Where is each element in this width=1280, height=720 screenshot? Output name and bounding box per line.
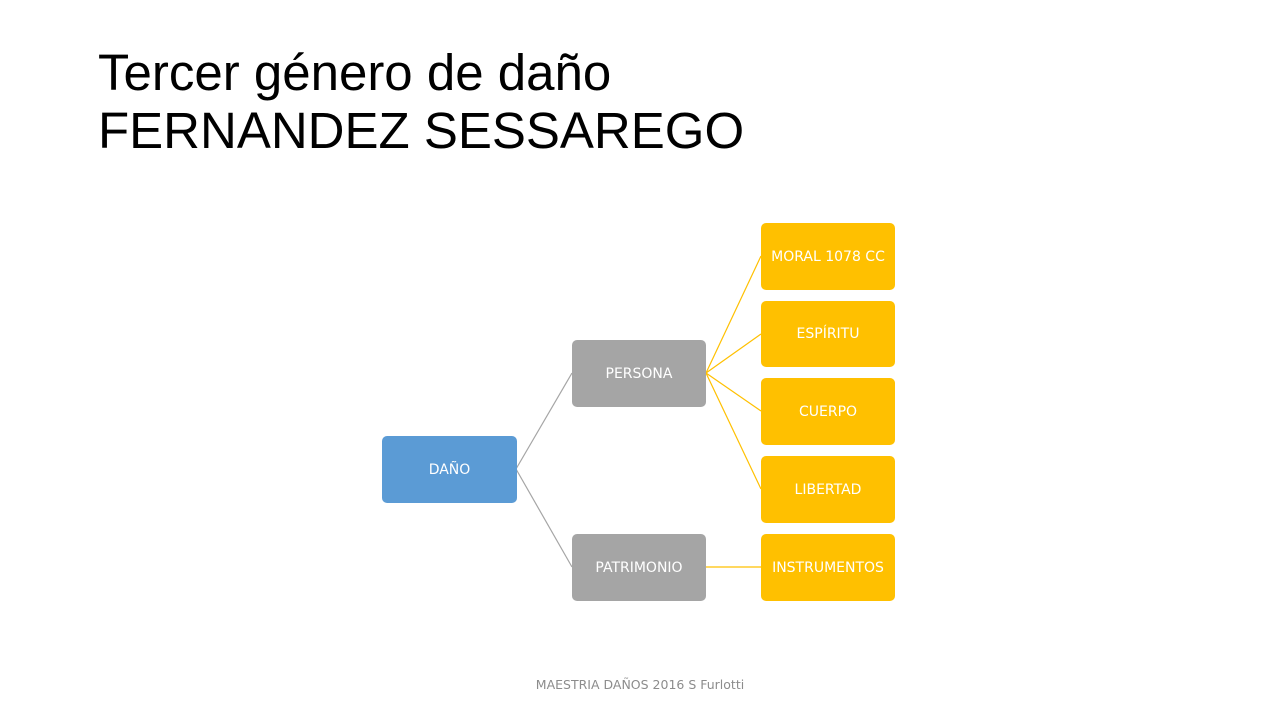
node-patrimonio: PATRIMONIO bbox=[572, 534, 706, 601]
title-line-2: FERNANDEZ SESSAREGO bbox=[98, 102, 745, 159]
node-instrumentos: INSTRUMENTOS bbox=[761, 534, 895, 601]
connector-persona-libertad bbox=[705, 372, 762, 490]
title-line-1: Tercer género de daño bbox=[98, 44, 612, 101]
node-espiritu-label: ESPÍRITU bbox=[796, 326, 860, 342]
connector-dano-patrimonio bbox=[515, 468, 573, 568]
connector-persona-moral bbox=[705, 255, 762, 374]
slide-footer: MAESTRIA DAÑOS 2016 S Furlotti bbox=[535, 677, 745, 692]
node-moral-label: MORAL 1078 CC bbox=[771, 248, 885, 265]
connector-persona-cuerpo bbox=[705, 372, 762, 412]
connector-persona-espiritu bbox=[705, 333, 762, 374]
node-libertad: LIBERTAD bbox=[761, 456, 895, 523]
node-espiritu: ESPÍRITU bbox=[761, 301, 895, 367]
node-cuerpo-label: CUERPO bbox=[798, 403, 858, 420]
node-instrumentos-label: INSTRUMENTOS bbox=[772, 559, 884, 576]
connector-dano-persona bbox=[515, 372, 573, 470]
node-cuerpo: CUERPO bbox=[761, 378, 895, 445]
node-dano: DAÑO bbox=[382, 436, 517, 503]
node-dano-label: DAÑO bbox=[428, 461, 471, 478]
node-persona-label: PERSONA bbox=[605, 365, 673, 382]
connectors-level1-level2 bbox=[705, 255, 762, 568]
connectors-root-level1 bbox=[515, 372, 573, 568]
node-persona: PERSONA bbox=[572, 340, 706, 407]
node-libertad-label: LIBERTAD bbox=[794, 481, 862, 498]
node-moral-1078-cc: MORAL 1078 CC bbox=[761, 223, 895, 290]
slide-title: Tercer género de daño FERNANDEZ SESSAREG… bbox=[98, 44, 1198, 160]
node-patrimonio-label: PATRIMONIO bbox=[595, 559, 683, 576]
